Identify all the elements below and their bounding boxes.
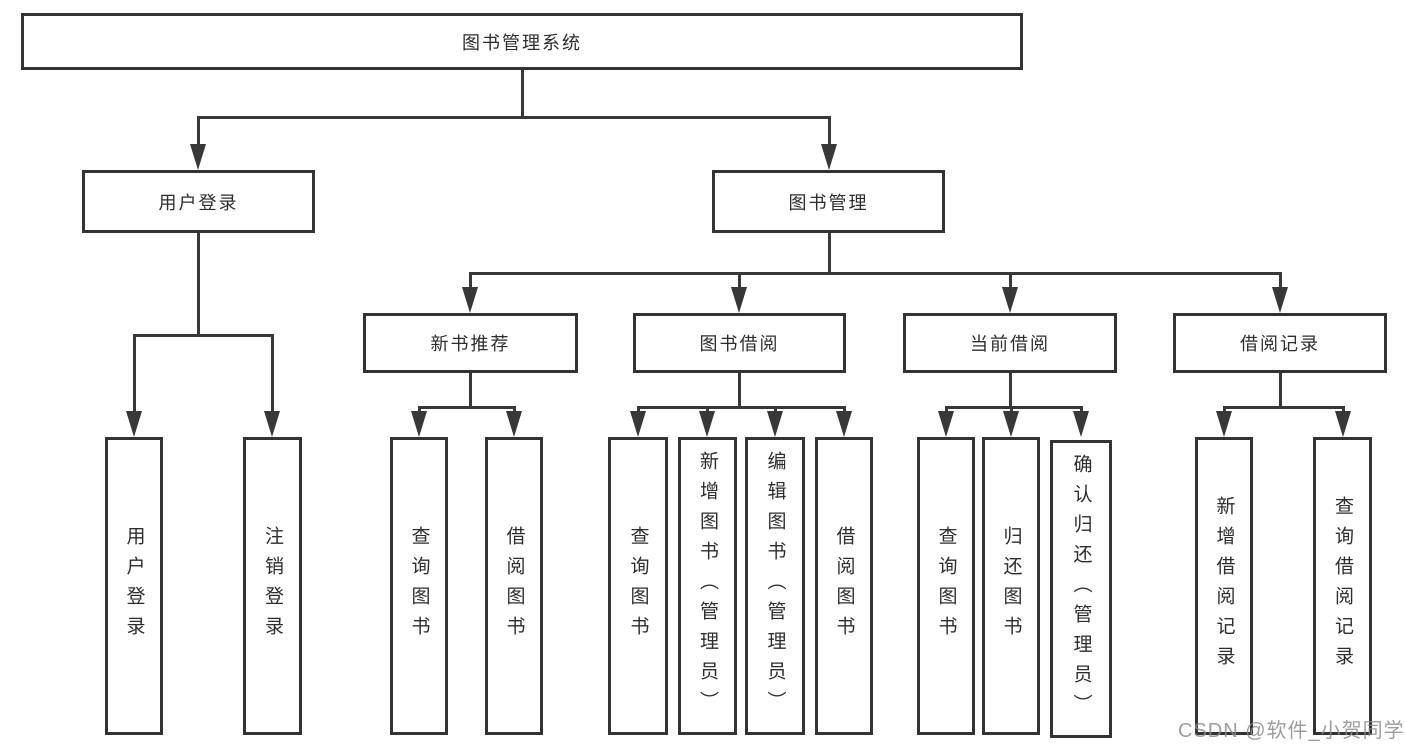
node-borrow-records: 借阅记录 bbox=[1173, 313, 1387, 373]
node-label: 借阅图书 bbox=[503, 526, 525, 646]
arrow-down-icon bbox=[506, 411, 522, 437]
node-label: 图书管理 bbox=[788, 192, 869, 213]
node-book-borrow: 图书借阅 bbox=[633, 313, 846, 373]
connector-line bbox=[418, 406, 421, 412]
arrow-down-icon bbox=[126, 411, 142, 437]
connector-line bbox=[637, 406, 846, 409]
connector-line bbox=[828, 233, 831, 274]
connector-line bbox=[133, 334, 136, 412]
connector-line bbox=[197, 116, 831, 119]
leaf-borrow-add-books-admin: 新增图书（管理员） bbox=[678, 437, 737, 735]
connector-line bbox=[271, 334, 274, 412]
connector-line bbox=[1010, 406, 1013, 412]
node-label: 查询图书 bbox=[408, 526, 430, 646]
leaf-records-add-record: 新增借阅记录 bbox=[1195, 437, 1253, 735]
arrow-down-icon bbox=[190, 144, 206, 170]
connector-line bbox=[469, 372, 472, 407]
leaf-borrow-borrow-books: 借阅图书 bbox=[815, 437, 873, 735]
node-label: 图书借阅 bbox=[699, 334, 780, 354]
connector-line bbox=[1009, 372, 1012, 407]
leaf-records-query-record: 查询借阅记录 bbox=[1313, 437, 1372, 735]
connector-line bbox=[843, 406, 846, 412]
arrow-down-icon bbox=[1002, 287, 1018, 313]
node-new-book-recommend: 新书推荐 bbox=[363, 313, 578, 373]
node-user-login: 用户登录 bbox=[82, 170, 315, 233]
connector-line bbox=[521, 69, 524, 118]
connector-line bbox=[945, 406, 948, 412]
connector-line bbox=[469, 272, 472, 289]
leaf-rec-query-books: 查询图书 bbox=[390, 437, 448, 735]
arrow-down-icon bbox=[1003, 411, 1019, 437]
arrow-down-icon bbox=[1216, 411, 1232, 437]
connector-line bbox=[637, 406, 640, 412]
node-label: 新书推荐 bbox=[430, 334, 511, 354]
arrow-down-icon bbox=[1073, 411, 1089, 437]
node-label: 查询图书 bbox=[935, 526, 957, 646]
node-label: 注销登录 bbox=[262, 526, 283, 646]
connector-line bbox=[1342, 406, 1345, 412]
arrow-down-icon bbox=[731, 287, 747, 313]
connector-line bbox=[828, 116, 831, 146]
leaf-user-login: 用户登录 bbox=[105, 437, 163, 735]
connector-line bbox=[469, 272, 1282, 275]
watermark: CSDN @软件_小贺同学 bbox=[1178, 720, 1405, 742]
connector-line bbox=[1279, 372, 1282, 407]
node-label: 归还图书 bbox=[1000, 526, 1022, 646]
node-book-management: 图书管理 bbox=[712, 170, 945, 233]
node-label: 编辑图书（管理员） bbox=[764, 451, 786, 721]
arrow-down-icon bbox=[767, 411, 783, 437]
leaf-logout-login: 注销登录 bbox=[243, 437, 302, 735]
connector-line bbox=[1279, 272, 1282, 289]
connector-line bbox=[1009, 272, 1012, 289]
node-label: 用户登录 bbox=[158, 192, 239, 213]
arrow-down-icon bbox=[699, 411, 715, 437]
connector-line bbox=[706, 406, 709, 412]
leaf-current-return-books: 归还图书 bbox=[982, 437, 1040, 735]
connector-line bbox=[197, 233, 200, 336]
connector-line bbox=[1223, 406, 1345, 409]
connector-line bbox=[1080, 406, 1083, 412]
leaf-current-confirm-return-admin: 确认归还（管理员） bbox=[1050, 440, 1112, 738]
arrow-down-icon bbox=[630, 411, 646, 437]
leaf-borrow-edit-books-admin: 编辑图书（管理员） bbox=[745, 437, 805, 735]
arrow-down-icon bbox=[938, 411, 954, 437]
node-label: 查询借阅记录 bbox=[1332, 496, 1353, 676]
connector-line bbox=[197, 116, 200, 146]
node-label: 当前借阅 bbox=[970, 334, 1050, 354]
node-label: 新增图书（管理员） bbox=[697, 451, 718, 721]
node-label: 用户登录 bbox=[123, 526, 145, 646]
arrow-down-icon bbox=[1335, 411, 1351, 437]
node-root: 图书管理系统 bbox=[21, 13, 1023, 70]
connector-line bbox=[513, 406, 516, 412]
node-label: 查询图书 bbox=[627, 526, 649, 646]
arrow-down-icon bbox=[264, 411, 280, 437]
node-current-borrow: 当前借阅 bbox=[903, 313, 1117, 373]
connector-line bbox=[418, 406, 516, 409]
connector-line bbox=[1223, 406, 1226, 412]
connector-line bbox=[774, 406, 777, 412]
arrow-down-icon bbox=[821, 144, 837, 170]
node-label: 借阅记录 bbox=[1240, 334, 1320, 354]
leaf-current-query-books: 查询图书 bbox=[917, 437, 975, 735]
leaf-borrow-query-books: 查询图书 bbox=[608, 437, 668, 735]
connector-line bbox=[133, 334, 274, 337]
node-label: 借阅图书 bbox=[833, 526, 855, 646]
node-label: 确认归还（管理员） bbox=[1070, 454, 1092, 724]
connector-line bbox=[738, 272, 741, 289]
connector-line bbox=[738, 372, 741, 407]
connector-line bbox=[945, 406, 1083, 409]
arrow-down-icon bbox=[836, 411, 852, 437]
leaf-rec-borrow-books: 借阅图书 bbox=[485, 437, 543, 735]
node-label: 图书管理系统 bbox=[462, 32, 582, 53]
node-label: 新增借阅记录 bbox=[1213, 496, 1235, 676]
arrow-down-icon bbox=[1272, 287, 1288, 313]
arrow-down-icon bbox=[411, 411, 427, 437]
arrow-down-icon bbox=[462, 287, 478, 313]
